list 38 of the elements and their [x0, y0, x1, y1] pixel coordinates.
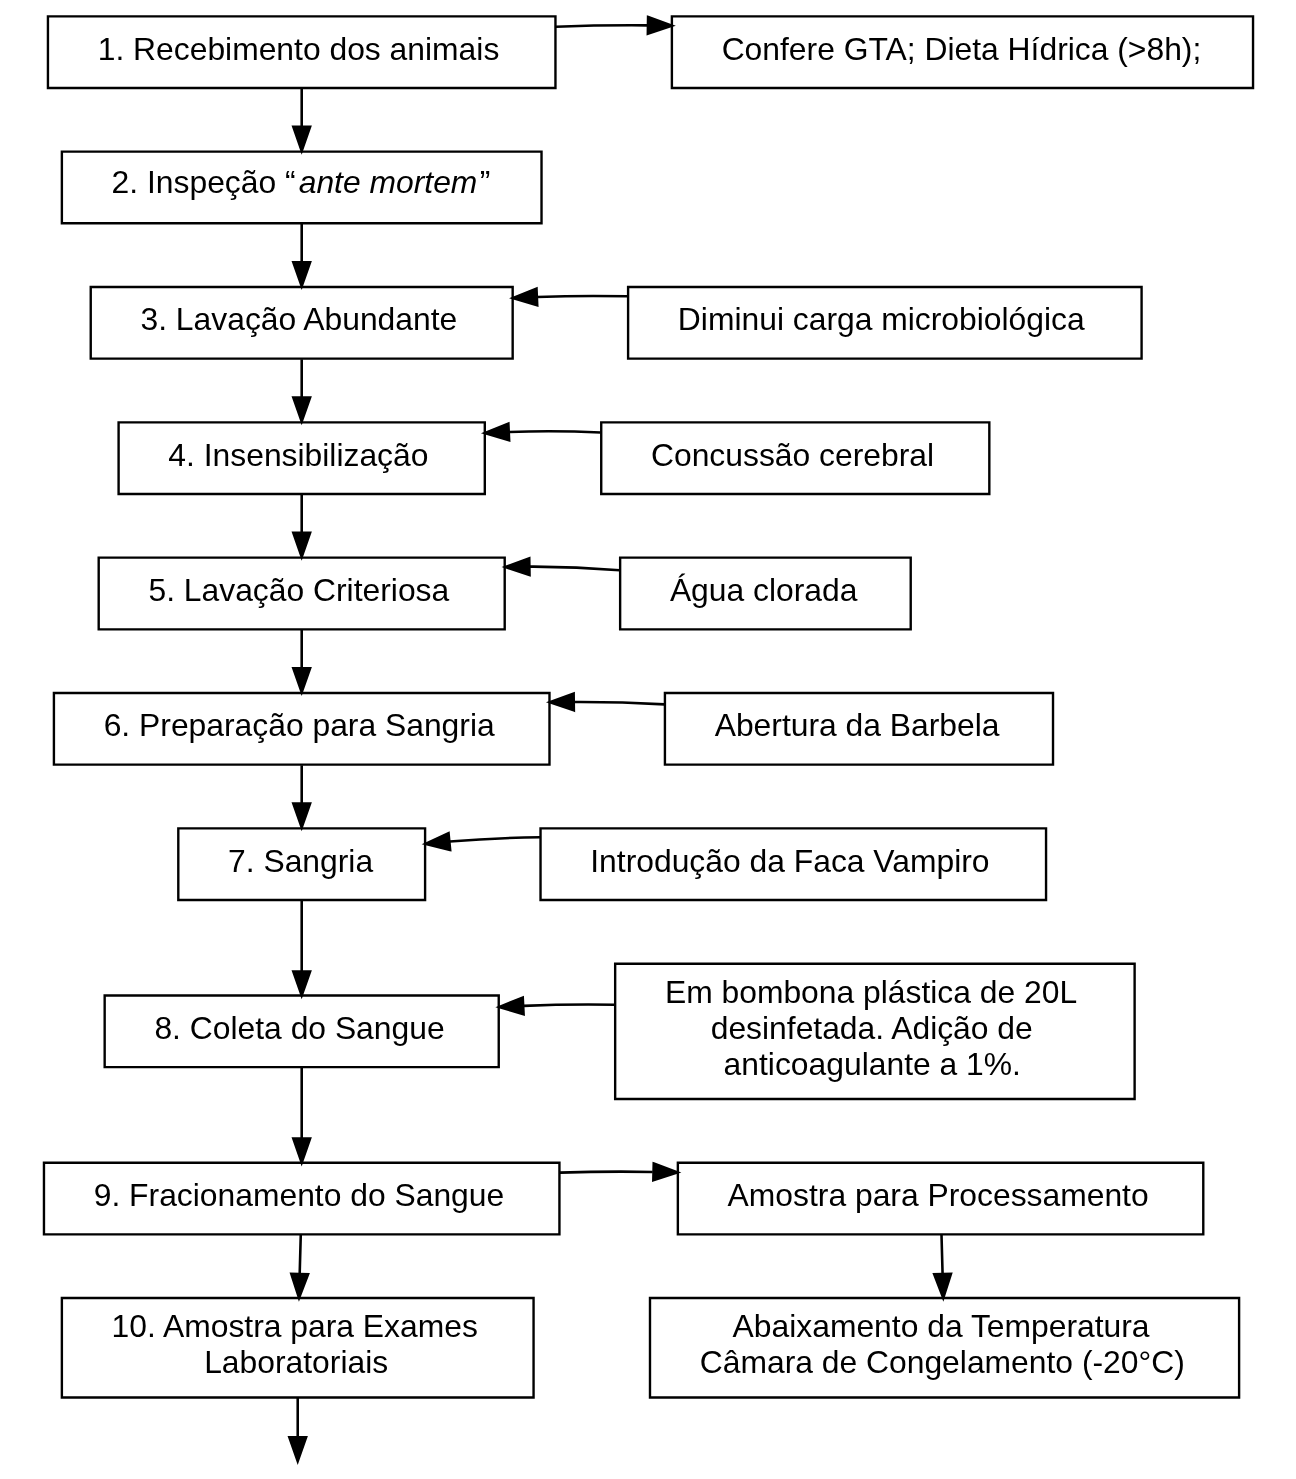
- node-box: Abertura da Barbela: [663, 691, 1054, 766]
- arrow: [291, 224, 312, 290]
- node-box: Em bombona plástica de 20L desinfetada. Adição de anticoagulante a 1%.: [613, 962, 1136, 1101]
- arrow: [555, 15, 676, 36]
- node-box: Introdução da Faca Vampiro: [538, 827, 1047, 902]
- arrow: [291, 494, 312, 561]
- arrow: [291, 359, 312, 426]
- node-box: 4. Insensibilização: [116, 421, 486, 496]
- node-box: Confere GTA; Dieta Hídrica (>8h);: [670, 15, 1254, 90]
- node-box: 7. Sangria: [176, 827, 426, 902]
- arrow: [287, 1397, 308, 1466]
- arrow: [545, 691, 665, 713]
- arrow: [421, 831, 540, 852]
- node-box: 5. Lavação Criteriosa: [97, 556, 506, 631]
- node-box: Concussão cerebral: [599, 421, 991, 496]
- arrow: [501, 556, 620, 577]
- node-box: 3. Lavação Abundante: [89, 285, 514, 360]
- node-box: 8. Coleta do Sangue: [102, 994, 500, 1069]
- node-box: 1. Recebimento dos animais: [46, 15, 557, 90]
- node-box: 10. Amostra para Exames Laboratoriais: [60, 1296, 535, 1399]
- arrow: [291, 630, 312, 697]
- arrow: [289, 1234, 310, 1302]
- arrow: [291, 1067, 312, 1167]
- node-box: 9. Fracionamento do Sangue: [42, 1161, 561, 1236]
- node-box: Amostra para Processamento: [676, 1161, 1204, 1236]
- arrow: [559, 1161, 681, 1183]
- arrow: [494, 995, 614, 1016]
- arrow: [291, 88, 312, 155]
- arrow: [291, 765, 312, 832]
- arrow: [480, 421, 601, 443]
- arrow: [291, 900, 312, 1000]
- arrow: [508, 286, 628, 308]
- node-box: 6. Preparação para Sangria: [52, 691, 551, 766]
- node-box: Água clorada: [618, 556, 912, 631]
- node-box: Abaixamento da Temperatura Câmara de Congelamento (-20°C): [648, 1296, 1240, 1399]
- node-box: Diminui carga microbiológica: [626, 285, 1143, 360]
- node-box: 2. Inspeção “ante mortem”: [60, 150, 543, 225]
- arrow: [931, 1234, 953, 1302]
